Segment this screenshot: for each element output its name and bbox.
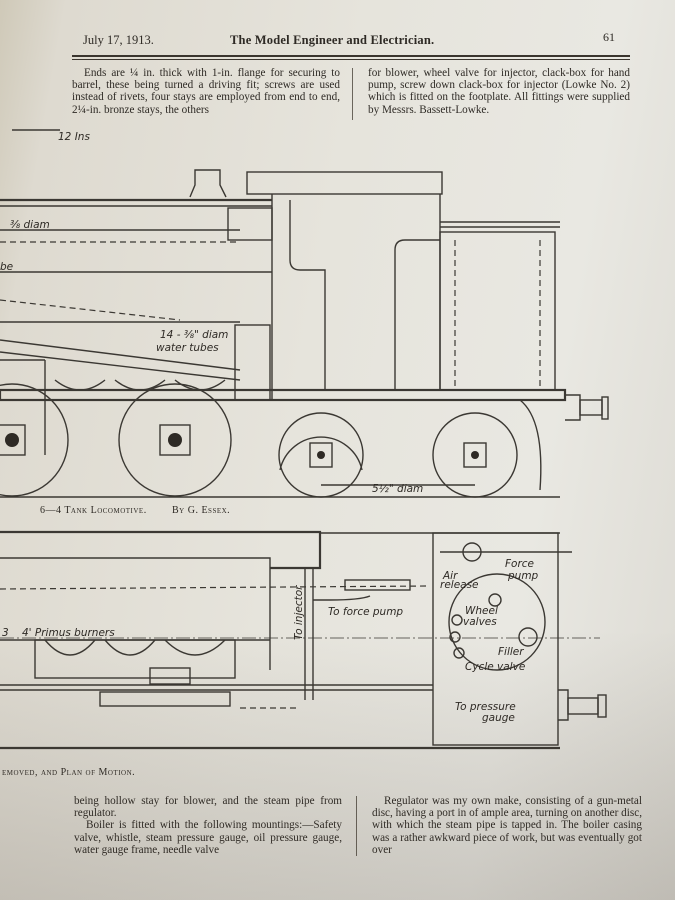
paragraph: Boiler is fitted with the following moun… xyxy=(74,819,342,856)
primus-number: 3 xyxy=(2,627,9,639)
journal-title: The Model Engineer and Electrician. xyxy=(230,33,435,47)
bottom-text-right: Regulator was my own make, consisting of… xyxy=(372,795,642,856)
header-rule xyxy=(72,55,630,57)
buffer xyxy=(579,399,603,416)
force-pump-label-1: Force xyxy=(505,558,534,570)
chimney xyxy=(189,169,227,198)
side-tank xyxy=(439,231,556,391)
footplate xyxy=(0,388,567,402)
water-tubes-label-2: water tubes xyxy=(156,342,219,354)
tube-diam-label: ⅜ diam xyxy=(10,219,50,231)
paragraph: Ends are ¼ in. thick with 1-in. flange f… xyxy=(72,67,340,116)
issue-date: July 17, 1913. xyxy=(83,33,154,47)
plan-view: Force pump Air release Wheel valves Fill… xyxy=(0,530,607,750)
air-release-label-2: release xyxy=(440,579,479,591)
driving-wheels xyxy=(0,383,232,497)
bottom-text-left: being hollow stay for blower, and the st… xyxy=(74,795,342,856)
paragraph: being hollow stay for blower, and the st… xyxy=(74,795,342,820)
wheel-diam-label: 5½" diam xyxy=(372,483,423,495)
scale-label: 12 Ins xyxy=(58,131,90,143)
force-pump-label-2: pump xyxy=(507,570,539,582)
paragraph: Regulator was my own make, consisting of… xyxy=(372,795,642,856)
primus-burners-label: 4' Primus burners xyxy=(22,627,115,639)
top-text-right: for blower, wheel valve for injector, cl… xyxy=(368,67,630,116)
paragraph: for blower, wheel valve for injector, cl… xyxy=(368,67,630,116)
plan-caption: emoved, and Plan of Motion. xyxy=(2,767,136,778)
wheel-valves-label-2: valves xyxy=(463,616,497,628)
cab-roof xyxy=(246,171,443,195)
tubes-label: be xyxy=(0,261,13,273)
elevation-view: 12 Ins ⅜ diam be 14 - ⅜" diam water tube… xyxy=(0,129,609,498)
filler-label: Filler xyxy=(498,646,524,658)
to-force-pump-label: To force pump xyxy=(328,606,403,618)
top-text-left: Ends are ¼ in. thick with 1-in. flange f… xyxy=(72,67,340,116)
column-divider xyxy=(352,68,353,120)
figure-caption: 6—4 Tank Locomotive. xyxy=(40,505,147,516)
page-number: 61 xyxy=(603,30,615,44)
wheel-valves-label-1: Wheel xyxy=(465,605,498,617)
to-injector-label: To injector xyxy=(293,585,305,640)
to-pressure-gauge-label-2: gauge xyxy=(482,712,515,724)
to-pressure-gauge-label-1: To pressure xyxy=(455,701,516,713)
water-tubes-label-1: 14 - ⅜" diam xyxy=(160,329,228,341)
cycle-valve-label: Cycle valve xyxy=(465,661,525,673)
header-rule-thin xyxy=(72,59,630,60)
figure-byline: By G. Essex. xyxy=(172,505,231,516)
column-divider xyxy=(356,796,357,856)
air-release-label-1: Air xyxy=(442,570,458,582)
